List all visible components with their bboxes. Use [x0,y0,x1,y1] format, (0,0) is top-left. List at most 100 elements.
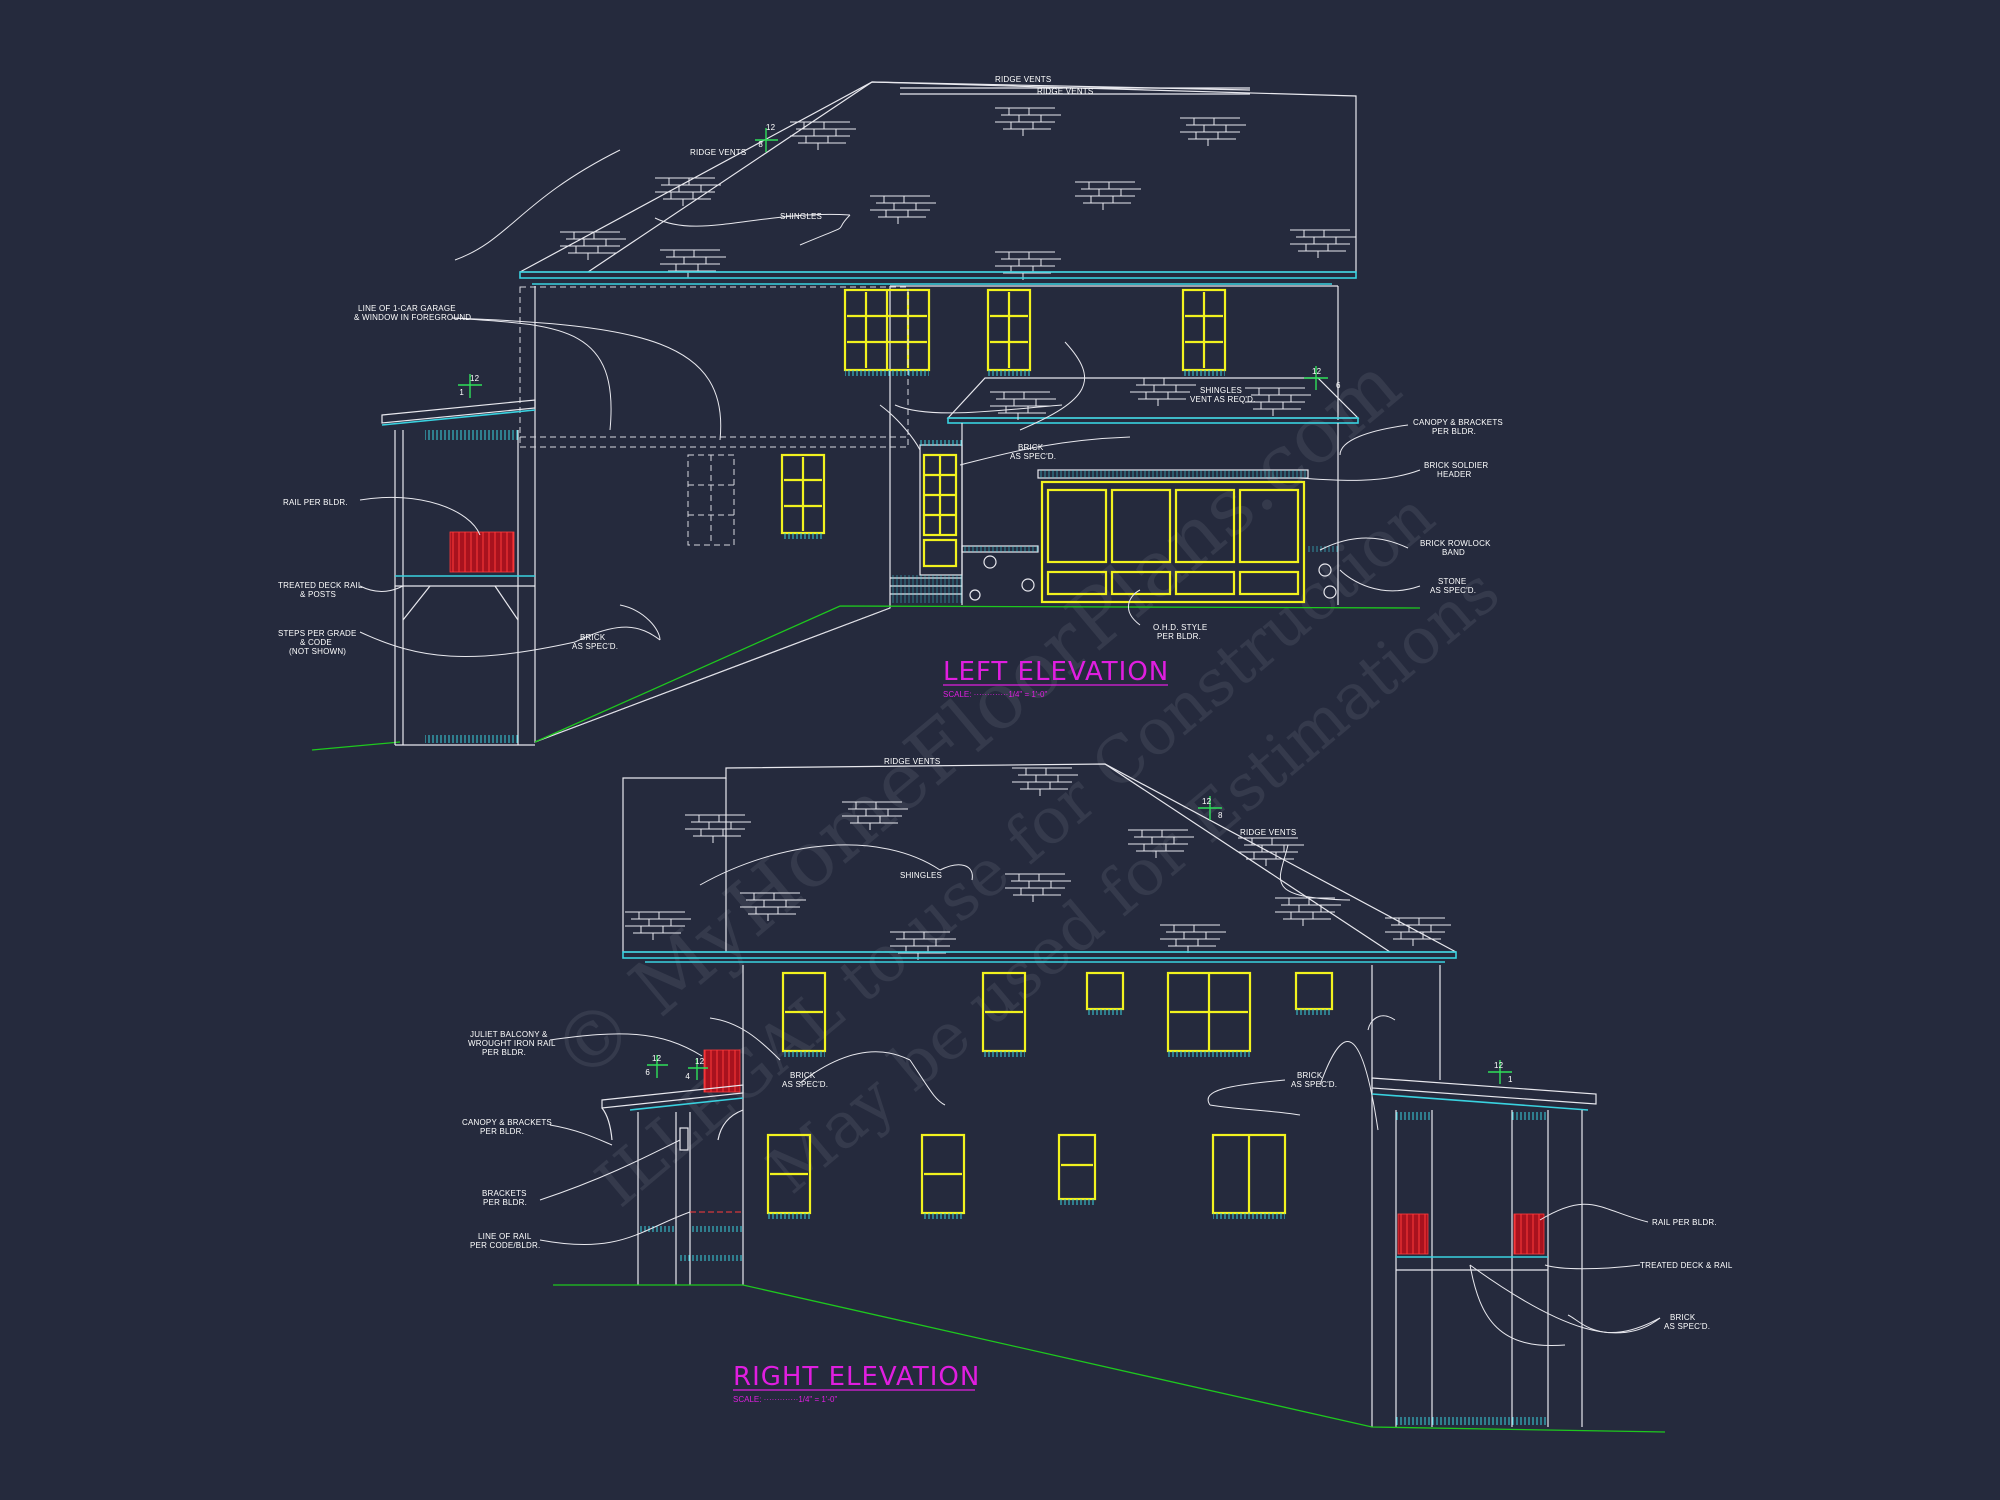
label-brackets-1: BRACKETS [482,1189,527,1198]
left-grade-line [534,605,1421,743]
svg-text:12: 12 [1312,367,1322,376]
right-upper-window-2 [981,971,1027,1057]
pitch-garage-left: 6 12 [1304,366,1341,390]
label-juliet-3: PER BLDR. [482,1048,526,1057]
label-soldier-2: HEADER [1437,470,1472,479]
right-lower-window-2 [920,1133,966,1219]
left-porch [381,399,536,746]
pitch-canopy-right-a: 6 12 [645,1054,668,1078]
right-upper-window-4 [1166,971,1252,1057]
foreground-window-dashed [687,454,735,546]
svg-text:1: 1 [1508,1075,1513,1084]
label-shingles-vent-2: VENT AS REQ'D. [1190,395,1256,404]
right-deck [1371,1077,1597,1427]
svg-text:4: 4 [685,1072,690,1081]
svg-text:12: 12 [766,123,776,132]
overhead-garage-door [1040,480,1306,604]
left-fascia [519,271,1357,279]
label-ridge-vents-1: RIDGE VENTS [995,75,1051,84]
label-right-brick-r1: BRICK [1297,1071,1323,1080]
label-garage-line-2: & WINDOW IN FOREGROUND [354,313,471,322]
right-upper-window-3 [1085,971,1125,1015]
svg-text:12: 12 [695,1057,705,1066]
label-line-rail-1: LINE OF RAIL [478,1232,532,1241]
watermark: © MyHomeFloorPlans.com ILLEGAL to use fo… [536,340,1514,1222]
label-right-canopy-2: PER BLDR. [480,1127,524,1136]
watermark-line-2: ILLEGAL to use for Construction [583,478,1449,1221]
pitch-porch-left: 1 12 [458,374,482,398]
label-ridge-vents-3: RIDGE VENTS [690,148,746,157]
label-right-shingles: SHINGLES [900,871,942,880]
label-canopy-1: CANOPY & BRACKETS [1413,418,1503,427]
side-entry-door [919,440,963,576]
svg-text:12: 12 [470,374,480,383]
right-elevation-scale: SCALE: ·············1/4" = 1'-0" [733,1395,837,1404]
left-upper-window-1 [843,288,931,376]
right-lower-window-3 [1057,1133,1097,1205]
label-ohd-1: O.H.D. STYLE [1153,623,1207,632]
pitch-deck-right: 1 12 [1488,1060,1513,1084]
pitch-canopy-right-b: 4 12 [685,1057,708,1081]
pitch-main-left: 8 12 [755,123,778,152]
label-steps-3: (NOT SHOWN) [289,647,346,656]
right-upper-window-1 [781,971,827,1057]
right-lower-window-1 [766,1133,812,1219]
svg-text:8: 8 [1218,811,1223,820]
svg-text:6: 6 [645,1068,650,1077]
label-shingles: SHINGLES [780,212,822,221]
left-elevation: 8 12 1 12 6 12 [278,75,1503,751]
label-right-ridge-vents-1: RIDGE VENTS [884,757,940,766]
right-grade-line [553,1284,1666,1433]
label-juliet-2: WROUGHT IRON RAIL [468,1039,556,1048]
pitch-main-right: 8 12 [1198,796,1223,820]
svg-text:12: 12 [652,1054,662,1063]
label-stone-2: AS SPEC'D. [1430,586,1476,595]
label-ohd-2: PER BLDR. [1157,632,1201,641]
svg-text:1: 1 [459,388,464,397]
label-steps-2: & CODE [300,638,332,647]
label-stone-1: STONE [1438,577,1466,586]
label-brick-b1: BRICK [580,633,606,642]
label-line-rail-2: PER CODE/BLDR. [470,1241,540,1250]
svg-text:12: 12 [1202,797,1212,806]
label-brick-1: BRICK [1018,443,1044,452]
right-elevation: 8 12 6 12 4 12 1 12 [462,757,1733,1433]
left-elevation-title: LEFT ELEVATION [943,657,1169,687]
svg-text:6: 6 [1336,381,1341,390]
label-brick-b2: AS SPEC'D. [572,642,618,651]
right-lower-window-4 [1211,1133,1287,1219]
label-brick-2: AS SPEC'D. [1010,452,1056,461]
label-canopy-2: PER BLDR. [1432,427,1476,436]
label-right-brick-2: AS SPEC'D. [782,1080,828,1089]
label-deck-2: & POSTS [300,590,336,599]
label-right-brick-1: BRICK [790,1071,816,1080]
garage-foreground-line [519,286,909,448]
label-soldier-1: BRICK SOLDIER [1424,461,1488,470]
right-upper-window-5 [1294,971,1334,1015]
entry-steps [890,575,962,603]
svg-text:12: 12 [1494,1061,1504,1070]
label-right-rail: RAIL PER BLDR. [1652,1218,1717,1227]
label-deck-1: TREATED DECK RAIL [278,581,363,590]
right-entry-canopy [601,1084,744,1285]
label-garage-line-1: LINE OF 1-CAR GARAGE [358,304,456,313]
label-shingles-vent-1: SHINGLES [1200,386,1242,395]
label-right-deck: TREATED DECK & RAIL [1640,1261,1733,1270]
label-juliet-1: JULIET BALCONY & [470,1030,548,1039]
watermark-line-3: May be used for Estimations [754,554,1513,1208]
label-right-brick-r2: AS SPEC'D. [1291,1080,1337,1089]
label-rail: RAIL PER BLDR. [283,498,348,507]
right-elevation-title: RIGHT ELEVATION [733,1362,980,1392]
left-mid-window [780,453,826,539]
label-ridge-vents-2: RIDGE VENTS [1037,87,1093,96]
svg-text:8: 8 [758,140,763,149]
left-main-roof [519,81,1357,273]
left-upper-window-3 [1181,288,1227,376]
label-right-ridge-vents-2: RIDGE VENTS [1240,828,1296,837]
label-steps-1: STEPS PER GRADE [278,629,357,638]
label-right-canopy-1: CANOPY & BRACKETS [462,1118,552,1127]
label-right-brick-d1: BRICK [1670,1313,1696,1322]
label-brackets-2: PER BLDR. [483,1198,527,1207]
label-rowlock-1: BRICK ROWLOCK [1420,539,1491,548]
